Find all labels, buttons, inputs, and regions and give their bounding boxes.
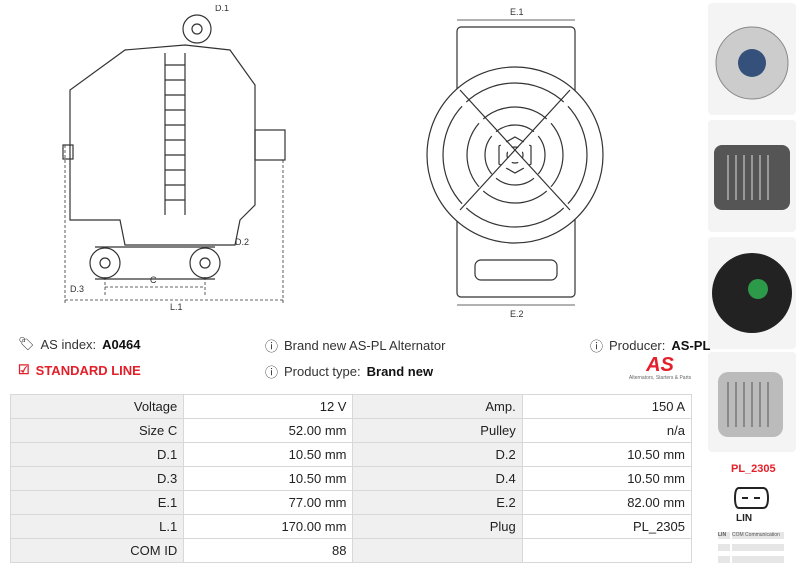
- info-icon: ⓘ: [265, 365, 279, 380]
- com-row-empty: [718, 544, 784, 551]
- producer-value: AS-PL: [671, 338, 711, 353]
- label-e2: E.2: [510, 309, 524, 319]
- producer-label: Producer:: [609, 338, 666, 353]
- as-pl-logo: AS Alternators, Starters & Parts: [625, 355, 695, 381]
- spec-value: 10.50 mm: [521, 466, 693, 491]
- spec-label: D.1: [9, 442, 185, 467]
- spec-label: [352, 538, 523, 563]
- spec-label: D.3: [9, 466, 185, 491]
- product-type-label: Product type:: [284, 364, 361, 379]
- spec-label: Plug: [352, 514, 523, 539]
- description: ⓘ Brand new AS-PL Alternator: [265, 336, 445, 355]
- front-view-drawing: E.1 E.2: [426, 7, 604, 319]
- spec-value: 10.50 mm: [183, 466, 354, 491]
- product-photo-side[interactable]: [708, 120, 796, 232]
- side-view-drawing: D.1 D.2 D.3 C L.1: [62, 5, 286, 312]
- checkbox-icon: ☑: [18, 362, 30, 377]
- as-index: 🏷 AS index: A0464: [18, 336, 140, 352]
- label-d2: D.2: [235, 237, 249, 247]
- label-c: C: [150, 275, 157, 285]
- com-key: LIN: [718, 532, 730, 539]
- spec-label: L.1: [9, 514, 185, 539]
- producer: ⓘ Producer: AS-PL: [590, 336, 710, 355]
- spec-label: Voltage: [9, 394, 185, 419]
- spec-value: 52.00 mm: [183, 418, 354, 443]
- info-icon: ⓘ: [590, 339, 604, 354]
- spec-value: 10.50 mm: [183, 442, 354, 467]
- spec-label: Amp.: [352, 394, 523, 419]
- line-label: STANDARD LINE: [35, 362, 141, 378]
- spec-value: 88: [183, 538, 354, 563]
- logo-text: AS: [646, 354, 674, 376]
- product-photo-angle[interactable]: [708, 352, 796, 452]
- as-index-value: A0464: [102, 336, 141, 352]
- label-d3: D.3: [70, 284, 84, 294]
- spec-label: D.2: [352, 442, 523, 467]
- product-type-value: Brand new: [366, 364, 434, 379]
- logo-tagline: Alternators, Starters & Parts: [628, 375, 692, 381]
- spec-label: E.2: [352, 490, 523, 515]
- spec-value: 82.00 mm: [521, 490, 693, 515]
- product-type: ⓘ Product type: Brand new: [265, 362, 433, 381]
- spec-value: [521, 538, 693, 563]
- spec-value: 10.50 mm: [521, 442, 693, 467]
- spec-value: 12 V: [183, 394, 354, 419]
- label-d1: D.1: [215, 5, 229, 13]
- spec-label: Pulley: [352, 418, 523, 443]
- tag-icon: 🏷: [18, 336, 35, 351]
- com-value: COM Communication: [732, 532, 784, 539]
- com-row-empty: [718, 556, 784, 563]
- plug-connector-icon: [733, 487, 770, 509]
- spec-label: D.4: [352, 466, 523, 491]
- spec-label: COM ID: [9, 538, 185, 563]
- spec-value: 150 A: [521, 394, 693, 419]
- spec-value: 77.00 mm: [183, 490, 354, 515]
- info-icon: ⓘ: [265, 339, 279, 354]
- spec-label: Size C: [9, 418, 185, 443]
- label-l1: L.1: [170, 302, 183, 312]
- description-text: Brand new AS-PL Alternator: [284, 338, 446, 353]
- spec-value: PL_2305: [521, 514, 693, 539]
- standard-line-badge: ☑ STANDARD LINE: [18, 362, 141, 378]
- plug-code: PL_2305: [731, 463, 776, 475]
- label-e1: E.1: [510, 7, 524, 17]
- plug-type: LIN: [736, 513, 753, 524]
- product-photo-rear[interactable]: [708, 3, 796, 115]
- spec-label: E.1: [9, 490, 185, 515]
- spec-value: 170.00 mm: [183, 514, 354, 539]
- product-photo-back[interactable]: [708, 237, 796, 349]
- spec-value: n/a: [521, 418, 693, 443]
- as-index-label: AS index:: [40, 336, 97, 352]
